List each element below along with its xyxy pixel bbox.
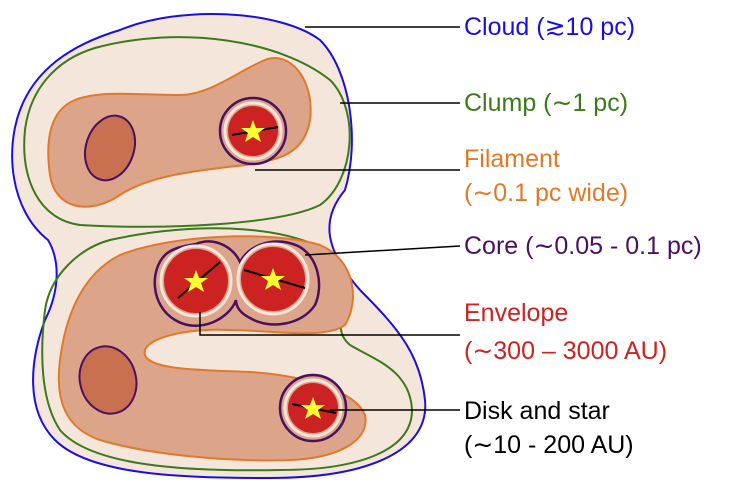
disk-label-line2: (∼10 - 200 AU) <box>464 428 634 462</box>
filament-label-line2: (∼0.1 pc wide) <box>464 176 628 210</box>
core-bottom <box>280 375 346 441</box>
cloud-label: Cloud (≳10 pc) <box>464 10 635 44</box>
core-left <box>161 246 231 316</box>
disk-label-line1: Disk and star <box>464 394 610 428</box>
clump-label: Clump (∼1 pc) <box>464 86 628 120</box>
filament-label-line1: Filament <box>464 142 560 176</box>
core-right <box>238 244 308 314</box>
core-label: Core (∼0.05 - 0.1 pc) <box>464 229 702 263</box>
core-top <box>220 98 286 164</box>
envelope-label-line2: (∼300 – 3000 AU) <box>464 334 667 368</box>
envelope-label-line1: Envelope <box>464 296 568 330</box>
